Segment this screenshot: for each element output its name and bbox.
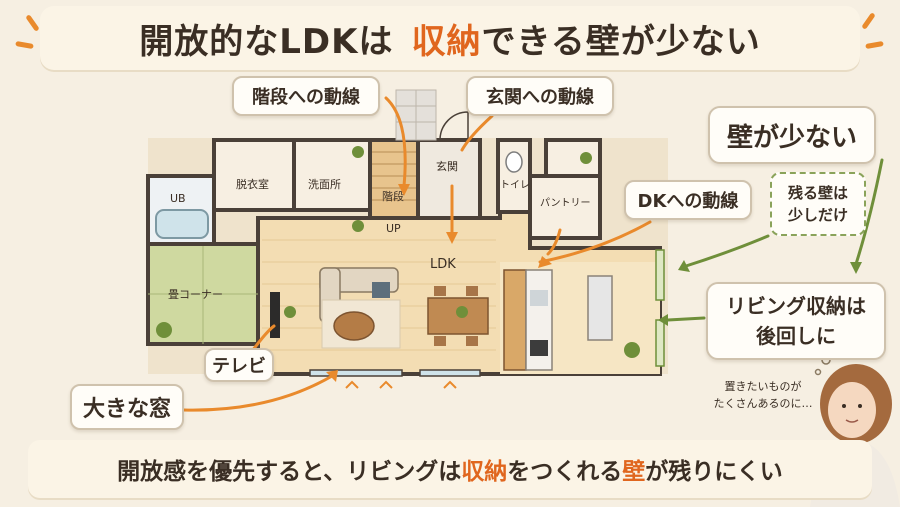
arrow-pantry	[546, 228, 562, 256]
room-label-pantry: パントリー	[540, 197, 591, 209]
note-few-walls: 壁が少ない	[708, 106, 876, 164]
callout-stairs-flow: 階段への動線	[232, 76, 380, 116]
arrow-to-stairs	[384, 96, 407, 188]
arrow-to-entrance	[460, 114, 494, 152]
stair-treads	[372, 151, 416, 201]
room-label-ub: UB	[170, 192, 186, 205]
room-label-ldk: LDK	[430, 257, 456, 272]
title-banner: 開放的なLDKは 収納 できる壁が少ない	[40, 6, 860, 70]
stove-icon	[530, 340, 548, 356]
tv-icon	[270, 292, 280, 338]
fridge-icon	[587, 275, 613, 341]
arrow-living-storage	[666, 316, 706, 322]
room-label-up: UP	[386, 222, 401, 235]
room-label-stairs: 階段	[382, 189, 404, 203]
note-living-storage: リビング収納は 後回しに	[706, 282, 886, 360]
callout-dk-flow: DKへの動線	[624, 180, 752, 220]
plant-icons	[156, 146, 640, 358]
note-remaining-walls: 残る壁は 少しだけ	[770, 172, 866, 236]
flow-arrows	[182, 96, 652, 412]
arrow-to-window	[182, 374, 334, 412]
arrow-heads	[326, 184, 552, 382]
face	[828, 382, 876, 438]
dressing-room	[212, 138, 296, 212]
callout-tv: テレビ	[204, 348, 274, 382]
tatami-lines	[148, 244, 258, 344]
toilet-icon	[505, 151, 523, 173]
entrance-room	[416, 138, 482, 220]
kitchen-counter	[503, 269, 527, 371]
bottom-banner: 開放感を優先すると、リビングは 収納 をつくれる 壁 が残りにくい	[28, 440, 872, 498]
callout-entrance-flow: 玄関への動線	[466, 76, 614, 116]
room-label-toilet: トイレ	[500, 180, 530, 191]
title-highlight: 収納	[411, 21, 482, 62]
entrance-door	[439, 111, 469, 141]
side-window-1	[655, 249, 665, 301]
window-chevrons	[345, 380, 457, 389]
room-label-washroom: 洗面所	[308, 178, 341, 191]
callout-big-window: 大きな窓	[70, 384, 184, 430]
arrow-few-walls	[854, 158, 884, 266]
room-label-dressing: 脱衣室	[236, 177, 269, 191]
dining-chairs	[434, 286, 478, 346]
title-part2: できる壁が少ない	[481, 21, 761, 62]
thought-bubble: 置きたいものが たくさんあるのに…	[713, 380, 813, 410]
green-arrow-heads	[658, 260, 862, 326]
window	[419, 369, 481, 377]
coffee-table-icon	[333, 311, 375, 341]
room-label-entrance: 玄関	[436, 159, 458, 173]
side-window-2	[655, 319, 665, 367]
sink-icon	[530, 290, 548, 306]
title-part1: 開放的なLDKは	[139, 21, 394, 62]
armchair-icon	[372, 282, 390, 298]
toilet-room	[496, 138, 532, 214]
arrow-to-dk	[538, 220, 652, 264]
arrow-remaining-walls	[684, 234, 770, 268]
pantry-room	[528, 174, 602, 240]
green-arrows	[666, 158, 884, 322]
room-label-tatami: 畳コーナー	[168, 288, 223, 301]
bathtub-icon	[155, 209, 209, 239]
big-window	[309, 369, 403, 377]
